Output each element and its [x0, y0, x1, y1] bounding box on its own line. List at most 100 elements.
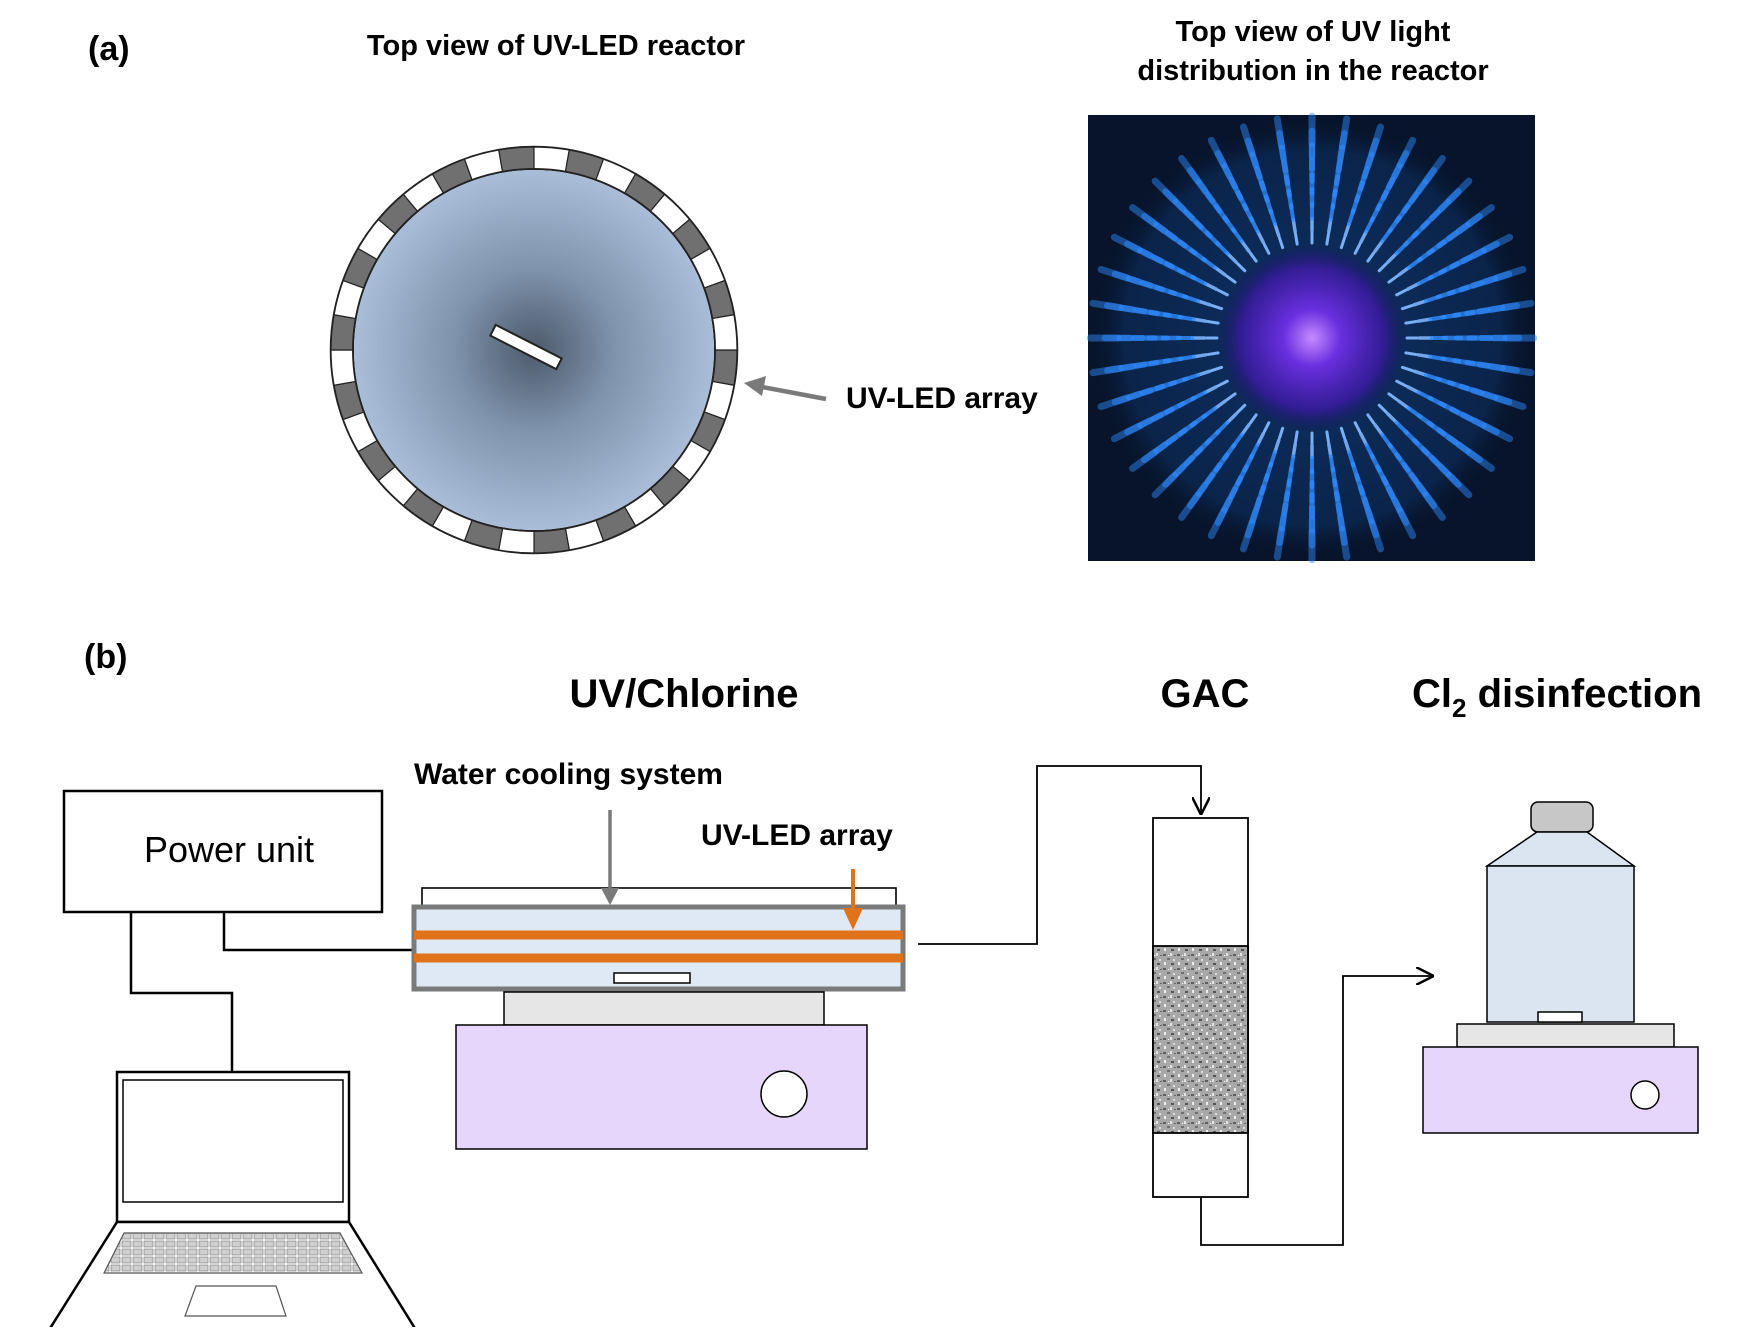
light-ray-dash [1364, 507, 1380, 539]
light-ray-dash [1225, 392, 1237, 402]
light-ray-dash [1273, 526, 1286, 561]
light-ray-dash [1325, 430, 1330, 444]
light-ray-dash [1364, 137, 1380, 169]
stirrer-plate-icon [455, 991, 868, 1150]
led-segment [711, 314, 738, 351]
bottle-stir-bar [1537, 1011, 1583, 1023]
light-ray-dash [1445, 177, 1473, 205]
light-ray-dash [1338, 115, 1351, 150]
light-ray-dash [1366, 413, 1376, 425]
light-ray-dash [1089, 364, 1124, 377]
light-ray-dash [1196, 299, 1212, 307]
led-segment [330, 349, 357, 386]
light-ray-dash [1481, 390, 1513, 406]
light-ray-dash [1294, 430, 1299, 444]
light-ray-dash [1415, 481, 1438, 509]
gac-title: GAC [1161, 672, 1250, 716]
light-ray-dash [1386, 412, 1399, 425]
light-ray-dash [1386, 251, 1399, 264]
light-ray-dash [1196, 369, 1212, 377]
light-ray-dash [1359, 431, 1369, 447]
light-ray-dash [1097, 265, 1131, 282]
light-ray-dash [1216, 288, 1229, 297]
light-ray-dash [1214, 496, 1233, 526]
light-ray-dash [1255, 229, 1265, 245]
light-ray-dash [1186, 481, 1209, 509]
power-to-reactor-wire [222, 912, 414, 952]
light-ray-dash [1465, 448, 1495, 472]
light-ray-dash [1239, 519, 1256, 553]
light-ray-dash [1338, 526, 1351, 561]
light-ray-dash [1192, 353, 1208, 359]
led-segment [711, 349, 738, 386]
light-ray-dash [1396, 507, 1417, 540]
light-ray-dash [1415, 167, 1438, 195]
light-ray-dash [1207, 507, 1228, 540]
light-ray-dash [1111, 390, 1143, 406]
light-ray-dash [1210, 365, 1224, 372]
light-ray-dash [1327, 442, 1333, 458]
light-ray-dash [1416, 317, 1432, 323]
light-ray-dash [1500, 364, 1535, 377]
light-ray-dash [1470, 240, 1500, 259]
light-ray-dash [1178, 155, 1202, 185]
light-ray-dash [1216, 379, 1229, 388]
light-ray-dash [1276, 514, 1287, 546]
led-segment [498, 146, 535, 173]
light-ray-dash [1368, 123, 1385, 157]
light-ray-dash [1236, 403, 1247, 414]
light-ray-dash [1405, 385, 1421, 395]
light-ray-dash [1141, 212, 1169, 235]
led-array-pointer-arrow [744, 376, 827, 402]
stir-bar-icon [488, 323, 564, 371]
light-ray-dash [1500, 299, 1535, 312]
light-ray-dash [1445, 471, 1473, 499]
gac-column-icon [1152, 817, 1249, 1198]
light-ray-dash [1366, 251, 1376, 263]
uv-led-array-label-a: UV-LED array [846, 382, 1038, 415]
light-ray-dash [1236, 262, 1247, 273]
light-ray-dash [1097, 394, 1131, 411]
water-cooling-label: Water cooling system [414, 758, 723, 791]
light-ray-dash [1455, 441, 1483, 464]
light-ray-dash [1368, 519, 1385, 553]
light-ray-dash [1488, 302, 1520, 313]
light-ray-dash [1391, 150, 1410, 180]
light-ray-dash [1210, 304, 1224, 311]
light-ray-dash [1404, 320, 1418, 325]
light-ray-dash [1377, 262, 1388, 273]
light-ray-dash [1151, 471, 1179, 499]
light-ray-dash [1373, 239, 1385, 253]
light-ray-dash [1412, 369, 1428, 377]
uv-light-distribution-image [1086, 112, 1538, 564]
light-ray-dash [1273, 438, 1281, 454]
light-ray-dash [1396, 136, 1417, 169]
gac-to-disinfection-flow [1200, 976, 1432, 1246]
light-ray-dash [1151, 177, 1179, 205]
light-ray-dash [1278, 426, 1285, 440]
light-ray-dash [1104, 302, 1136, 313]
led-segment [498, 527, 535, 554]
light-ray-dash [1339, 426, 1346, 440]
light-ray-dash [1493, 265, 1527, 282]
disinfection-stirrer-knob [1630, 1080, 1660, 1110]
light-ray-dash [1089, 299, 1124, 312]
light-ray-dash [1248, 251, 1258, 263]
light-ray-dash [1262, 242, 1271, 255]
light-ray-dash [1437, 188, 1462, 213]
light-ray-dash [1141, 441, 1169, 464]
light-ray-dash [1327, 218, 1333, 234]
light-ray-dash [1111, 270, 1143, 286]
uv-chlorine-reactor [411, 887, 906, 992]
disinfection-stirrer-plate-icon [1422, 1023, 1699, 1134]
light-ray-dash [1395, 288, 1408, 297]
light-ray-dash [1400, 304, 1414, 311]
light-ray-dash [1325, 232, 1330, 246]
light-ray-dash [1397, 265, 1411, 277]
light-ray-dash [1225, 412, 1238, 425]
led-segment [533, 527, 570, 554]
power-unit-box [62, 789, 384, 914]
light-distribution-title-line2: distribution in the reactor [1137, 55, 1488, 87]
light-ray-dash [1207, 136, 1228, 169]
